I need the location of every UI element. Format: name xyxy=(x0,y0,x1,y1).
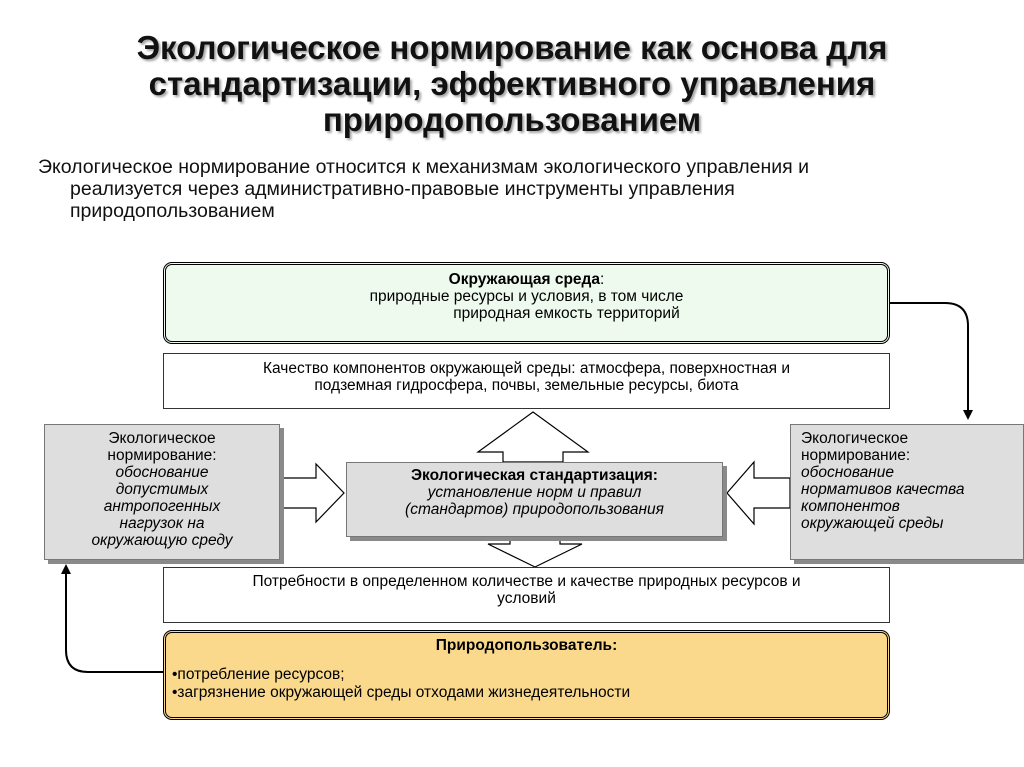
norm-left-line-2: нормирование: xyxy=(107,447,217,464)
user-list-item: •потребление ресурсов; xyxy=(172,666,345,683)
quality-box: Качество компонентов окружающей среды: а… xyxy=(163,353,890,409)
block-arrow-left xyxy=(726,460,791,526)
quality-line-1: Качество компонентов окружающей среды: а… xyxy=(263,360,790,377)
user-list: •потребление ресурсов; •загрязнение окру… xyxy=(166,666,887,702)
title-line-2: стандартизации, эффективного управления xyxy=(148,65,876,102)
standardization-box: Экологическая стандартизация: установлен… xyxy=(346,462,723,537)
title-line-1: Экологическое нормирование как основа дл… xyxy=(136,29,888,66)
norm-left-italic-1: обоснование xyxy=(115,464,209,481)
intro-line-2: реализуется через административно-правов… xyxy=(70,178,735,200)
norm-right-italic-2: нормативов качества xyxy=(801,481,965,498)
title-line-3: природопользованием xyxy=(322,101,702,138)
norm-left-line-1: Экологическое xyxy=(108,430,216,447)
norm-left-italic-2: допустимых xyxy=(115,481,209,498)
environment-box: Окружающая среда: природные ресурсы и ус… xyxy=(163,262,890,344)
norm-right-italic-4: окружающей среды xyxy=(801,515,944,532)
standardization-line-2: (стандартов) природопользования xyxy=(405,501,664,518)
intro-line-3: природопользованием xyxy=(70,200,275,222)
norm-right-box: Экологическое нормирование: обоснование … xyxy=(790,424,1024,560)
user-list-item: •загрязнение окружающей среды отходами ж… xyxy=(172,684,631,701)
intro-line-1: Экологическое нормирование относится к м… xyxy=(38,156,809,178)
arrow-user-to-left-norm xyxy=(61,564,163,673)
norm-left-italic-4: нагрузок на xyxy=(119,515,205,532)
slide-title: Экологическое нормирование как основа дл… xyxy=(20,30,1004,138)
needs-line-1: Потребности в определенном количестве и … xyxy=(252,573,801,590)
norm-left-italic-3: антропогенных xyxy=(103,498,221,515)
environment-heading: Окружающая среда xyxy=(448,271,601,288)
norm-right-italic-1: обоснование xyxy=(801,464,894,481)
resource-user-box: Природопользователь: •потребление ресурс… xyxy=(163,630,890,720)
arrow-env-to-right-norm xyxy=(890,302,973,420)
quality-line-2: подземная гидросфера, почвы, земельные р… xyxy=(314,377,739,394)
block-arrow-up xyxy=(476,411,590,463)
norm-right-italic-3: компонентов xyxy=(801,498,900,515)
environment-line-1: природные ресурсы и условия, в том числе xyxy=(369,288,684,305)
environment-line-2: природная емкость территорий xyxy=(453,305,680,322)
needs-line-2: условий xyxy=(497,590,556,607)
environment-colon: : xyxy=(600,271,605,288)
norm-left-box: Экологическое нормирование: обоснование … xyxy=(44,424,280,560)
standardization-line-1: установление норм и правил xyxy=(427,484,642,501)
intro-paragraph: Экологическое нормирование относится к м… xyxy=(38,156,978,222)
needs-box: Потребности в определенном количестве и … xyxy=(163,567,890,623)
norm-left-italic-5: окружающую среду xyxy=(91,532,233,549)
norm-right-line-1: Экологическое xyxy=(801,430,909,447)
block-arrow-down xyxy=(487,536,583,568)
user-heading: Природопользователь: xyxy=(435,637,618,654)
block-arrow-right xyxy=(279,462,345,524)
standardization-heading: Экологическая стандартизация: xyxy=(411,467,658,484)
norm-right-line-2: нормирование: xyxy=(801,447,911,464)
